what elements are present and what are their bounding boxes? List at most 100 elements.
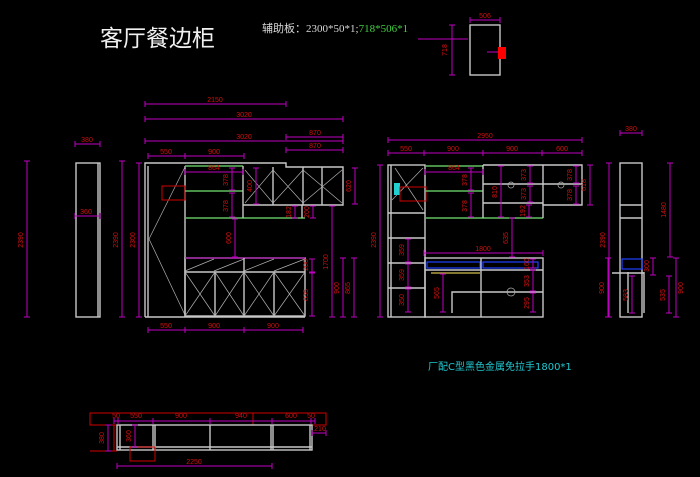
dim-864: 864 [184,165,244,175]
dimension-label: 565 [434,287,441,299]
dim-900: 900 [482,146,543,156]
dim-550: 550 [117,413,154,424]
dimension-label: 380 [625,126,637,133]
dimension-label: 535 [660,289,667,301]
dim-900: 900 [334,257,346,318]
dim-2390: 2390 [18,160,30,318]
dimension-label: 900 [334,282,341,294]
dimension-label: 50 [307,413,315,420]
dimension-label: 900 [208,323,220,330]
dimension-label: 583 [623,289,630,301]
dim-900: 900 [184,149,245,159]
dimension-label: 378 [223,174,230,186]
plan-view: 50 550 900 940 600 50 2250 380 360 210 [89,412,327,469]
dimension-label: 600 [556,146,568,153]
dimension-label: 2300 [130,232,137,248]
dimension-label: 940 [235,413,247,420]
dim-160: 160 [524,258,536,270]
dimension-label: 2390 [600,232,607,248]
front-elevation-a: 2390 2300 2150 3020 3020 870 870 550 900… [113,97,358,333]
dim-359: 359 [399,238,411,263]
dimension-label: 360 [80,209,92,216]
dimension-label: 160 [524,258,531,270]
dim-2390: 2390 [113,160,125,318]
dimension-label: 300 [644,260,651,272]
dimension-label: 210 [314,426,326,433]
dimension-label: 870 [309,130,321,137]
dim-900: 900 [184,323,245,333]
dim-182: 182 [286,205,298,219]
dimension-label: 550 [160,323,172,330]
dim-900: 900 [152,413,211,424]
dimension-label: 1700 [323,254,330,270]
dimension-label: 192 [520,205,527,217]
dim-50: 50 [307,413,316,424]
dim-210: 210 [311,426,327,436]
dim-900: 900 [243,323,304,333]
dimension-label: 3020 [236,112,252,119]
dim-353: 353 [524,269,536,292]
dim-200: 200 [304,205,316,219]
dim-864: 864 [424,165,484,175]
dim-550: 550 [147,323,186,333]
dim-550: 550 [387,146,425,156]
dim-373: 373 [521,185,533,203]
dimension-label: 718 [442,44,449,56]
dim-373: 373 [521,165,533,184]
dim-506: 506 [469,13,501,23]
dimension-label: 378 [567,169,574,181]
dim-535: 535 [660,275,672,314]
dimension-label: 373 [521,188,528,200]
dimension-label: 618 [581,179,588,191]
dimension-label: 378 [462,174,469,186]
left-side-view: 380 360 2390 [18,137,101,318]
dimension-label: 350 [399,294,406,306]
dimension-label: 2150 [207,97,223,104]
dimension-label: 550 [400,146,412,153]
dimension-label: 900 [506,146,518,153]
dim-350: 350 [399,288,411,313]
dim-600: 600 [226,218,238,258]
dim-565: 565 [434,273,446,313]
dim-2390: 2390 [371,164,383,318]
dimension-label: 900 [208,149,220,156]
dim-360: 360 [74,209,101,219]
dimension-label: 550 [130,413,142,420]
dim-300: 300 [644,257,656,276]
dimension-label: 2390 [371,232,378,248]
drawing-title: 客厅餐边柜 [100,26,215,52]
dim-2250: 2250 [116,459,273,469]
dim-400: 400 [247,167,259,205]
dim-1700: 1700 [323,205,335,318]
dimension-label: 900 [678,282,685,294]
dimension-label: 2390 [18,232,25,248]
dim-359: 359 [399,263,411,288]
dim-3020: 3020 [144,112,344,122]
dim-600: 600 [271,413,312,424]
dim-1480: 1480 [661,162,673,258]
dimension-label: 200 [303,259,310,271]
dimension-label: 3020 [236,134,252,141]
dimension-label: 506 [479,13,491,20]
dimension-label: 1800 [475,246,491,253]
dimension-label: 2250 [186,459,202,466]
dimension-label: 900 [267,323,279,330]
dimension-label: 835 [303,289,310,301]
dimension-label: 359 [399,244,406,256]
dim-583: 583 [623,275,635,314]
dim-360: 360 [126,424,138,448]
dim-618: 618 [581,164,593,206]
front-elevation-b: 2950 550 900 900 600 864 378 378 810 373… [371,133,593,318]
dim-2950: 2950 [387,133,583,143]
dimension-label: 620 [346,180,353,192]
small-panel: 506 718 [418,13,506,76]
dimension-label: 635 [503,232,510,244]
aux-board-green: 718*506*1 [359,23,409,35]
dimension-label: 378 [567,189,574,201]
dimension-label: 400 [247,180,254,192]
dim-378: 378 [462,192,474,218]
right-side-view: 380 2390 1480 900 300 583 535 900 [599,126,685,318]
dim-380: 380 [74,137,101,147]
dim-295: 295 [524,292,536,313]
